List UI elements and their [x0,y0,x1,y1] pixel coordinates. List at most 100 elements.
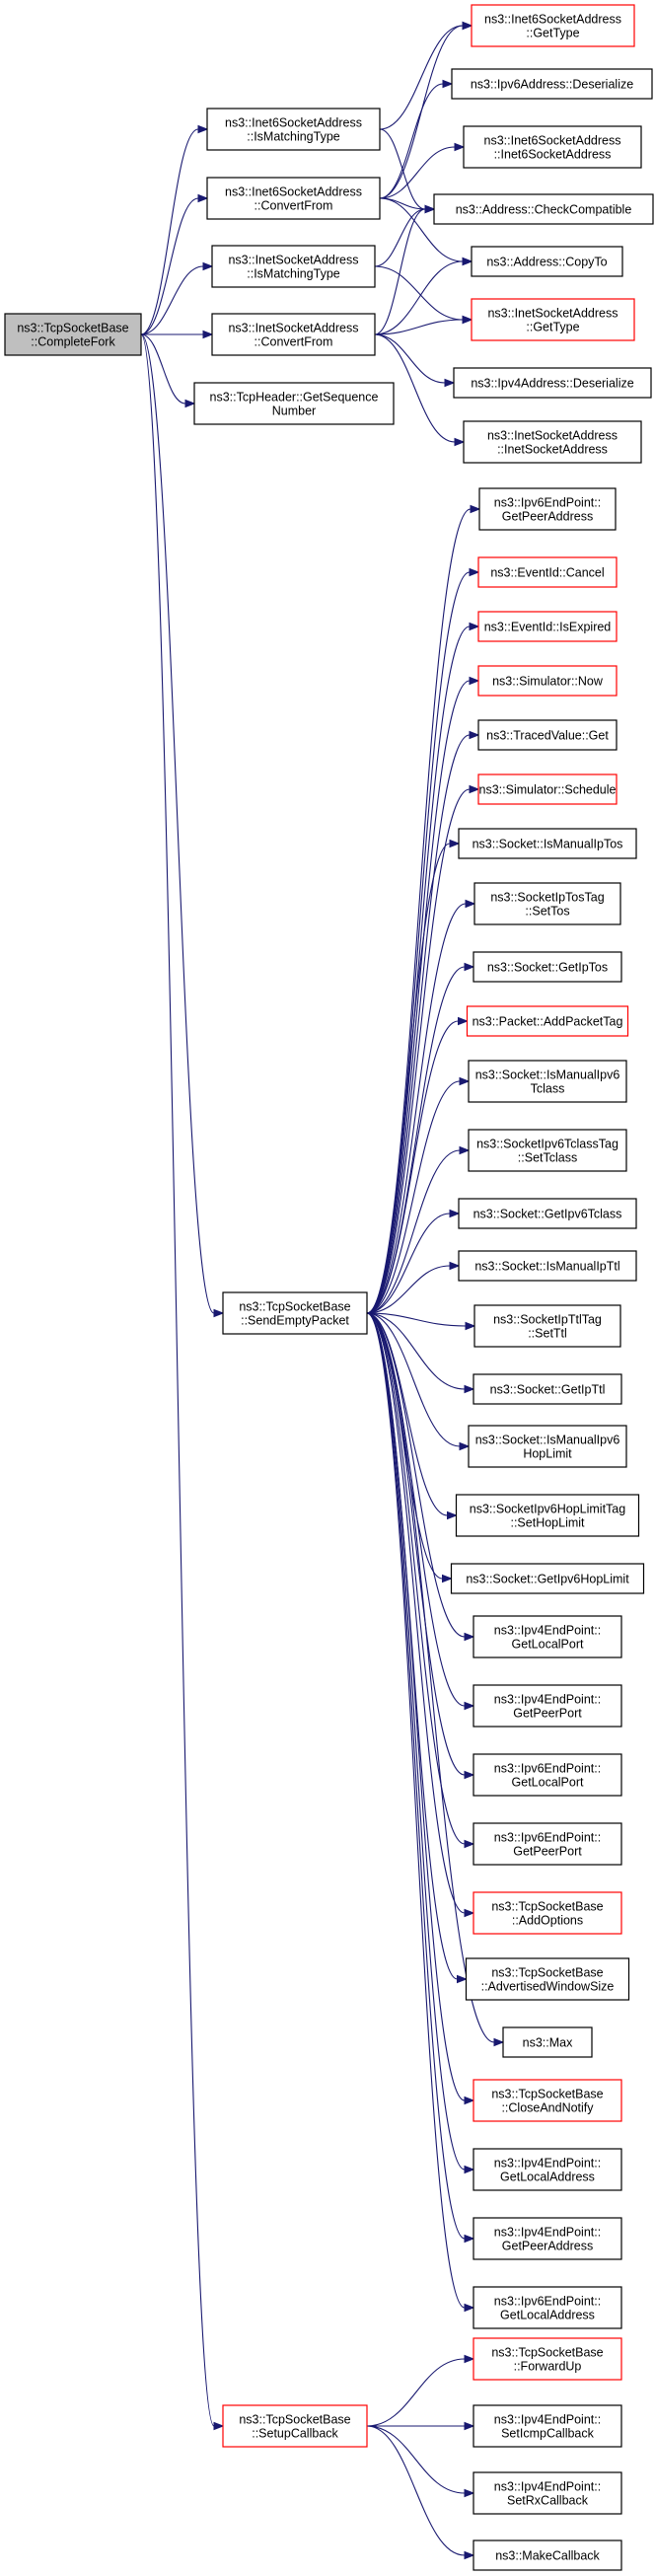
arrowhead [459,1441,471,1451]
node-s28[interactable]: ns3::Ipv4EndPoint::GetLocalAddress [473,2148,622,2191]
node-label: ::GetType [526,321,579,334]
call-edge-i6conv-i6ctor [379,146,456,199]
node-s8[interactable]: ns3::SocketIpTosTag::SetTos [473,882,621,925]
node-label: ns3::Inet6SocketAddress [225,116,362,130]
node-i4conv[interactable]: ns3::InetSocketAddress::ConvertFrom [211,313,376,356]
arrowhead [464,2550,475,2560]
node-box [473,2404,622,2448]
node-i6ctor[interactable]: ns3::Inet6SocketAddress::Inet6SocketAddr… [463,125,642,169]
node-s12[interactable]: ns3::SocketIpv6TclassTag::SetTclass [468,1129,627,1172]
call-edge-i6conv-addrcopy [379,197,464,262]
node-s22[interactable]: ns3::Ipv6EndPoint::GetLocalPort [473,1753,622,1797]
node-s21[interactable]: ns3::Ipv4EndPoint::GetPeerPort [473,1684,622,1728]
node-label: ::GetType [526,27,579,40]
node-ip4deser[interactable]: ns3::Ipv4Address::Deserialize [453,367,652,399]
arrowhead [469,567,480,577]
node-box [473,2539,622,2571]
node-label: ns3::Ipv4Address::Deserialize [471,377,633,391]
node-ip6deser[interactable]: ns3::Ipv6Address::Deserialize [451,68,653,100]
node-label: ns3::Inet6SocketAddress [484,13,621,27]
node-c1[interactable]: ns3::TcpSocketBase::ForwardUp [473,2337,622,2381]
node-i6match[interactable]: ns3::Inet6SocketAddress::IsMatchingType [206,108,381,151]
node-s24[interactable]: ns3::TcpSocketBase::AddOptions [473,1891,622,1935]
call-edge-i6match-i6gettype [379,25,464,130]
node-box [222,2404,368,2448]
node-s16[interactable]: ns3::Socket::GetIpTtl [473,1373,622,1405]
node-s30[interactable]: ns3::Ipv6EndPoint::GetLocalAddress [473,2286,622,2329]
node-s3[interactable]: ns3::EventId::IsExpired [477,611,618,642]
node-s15[interactable]: ns3::SocketIpTtlTag::SetTtl [473,1304,621,1348]
node-i6conv[interactable]: ns3::Inet6SocketAddress::ConvertFrom [206,177,381,220]
node-i4match[interactable]: ns3::InetSocketAddress::IsMatchingType [211,245,376,288]
node-s10[interactable]: ns3::Packet::AddPacketTag [466,1005,629,1037]
node-label: SetIcmpCallback [501,2427,595,2441]
node-s29[interactable]: ns3::Ipv4EndPoint::GetPeerAddress [473,2217,622,2260]
node-s18[interactable]: ns3::SocketIpv6HopLimitTag::SetHopLimit [455,1494,640,1537]
call-edges [140,21,505,2560]
call-edge-setupcb-c3 [366,2425,466,2494]
call-edge-sep-s30 [366,1312,466,2309]
node-box [473,2286,622,2329]
node-setupcb[interactable]: ns3::TcpSocketBase::SetupCallback [222,2404,368,2448]
call-edge-i6conv-ip6deser [379,83,444,199]
node-s4[interactable]: ns3::Simulator::Now [477,665,618,697]
node-box [471,4,635,47]
node-s13[interactable]: ns3::Socket::GetIpv6Tclass [458,1198,637,1229]
node-s2[interactable]: ns3::EventId::Cancel [477,556,618,588]
node-box [473,1822,622,1866]
node-label: ns3::TcpSocketBase [491,1966,603,1980]
node-i4ctor[interactable]: ns3::InetSocketAddress::InetSocketAddres… [463,420,642,464]
node-s25[interactable]: ns3::TcpSocketBase::AdvertisedWindowSize [465,1957,630,2001]
node-label: ns3::InetSocketAddress [487,429,618,443]
node-s23[interactable]: ns3::Ipv6EndPoint::GetPeerPort [473,1822,622,1866]
node-addrcheck[interactable]: ns3::Address::CheckCompatible [433,193,654,225]
node-c2[interactable]: ns3::Ipv4EndPoint::SetIcmpCallback [473,2404,622,2448]
node-s9[interactable]: ns3::Socket::GetIpTos [473,951,622,983]
arrowhead [464,962,475,972]
arrowhead [458,1016,469,1026]
node-s27[interactable]: ns3::TcpSocketBase::CloseAndNotify [473,2079,622,2122]
node-label: GetPeerPort [513,1707,582,1721]
arrowhead [202,261,214,271]
arrowhead [462,257,473,266]
node-c3[interactable]: ns3::Ipv4EndPoint::SetRxCallback [473,2471,622,2515]
node-c4[interactable]: ns3::MakeCallback [473,2539,622,2571]
node-label: ns3::SocketIpv6TclassTag [476,1138,619,1151]
arrowhead [213,2421,225,2431]
node-s1[interactable]: ns3::Ipv6EndPoint::GetPeerAddress [478,487,617,531]
node-box [458,1198,637,1229]
node-s5[interactable]: ns3::TracedValue::Get [477,719,618,751]
node-label: ns3::MakeCallback [495,2549,600,2563]
node-addrcopy[interactable]: ns3::Address::CopyTo [471,246,623,277]
node-s6[interactable]: ns3::Simulator::Schedule [477,773,618,805]
node-i6gettype[interactable]: ns3::Inet6SocketAddress::GetType [471,4,635,47]
node-s14[interactable]: ns3::Socket::IsManualIpTtl [458,1250,637,1282]
node-box [471,298,635,341]
node-box [222,1291,368,1335]
node-s26[interactable]: ns3::Max [502,2026,593,2058]
call-edge-sep-s5 [366,734,471,1314]
node-box [477,611,618,642]
node-i4gettype[interactable]: ns3::InetSocketAddress::GetType [471,298,635,341]
node-label: ns3::Ipv4EndPoint:: [494,2226,601,2240]
node-label: ns3::TcpSocketBase [491,2088,603,2101]
arrowhead [462,315,473,325]
call-edge-i4match-i4gettype [374,265,464,321]
node-label: ns3::Ipv6EndPoint:: [494,496,601,510]
node-label: ns3::Ipv4EndPoint:: [494,2413,601,2427]
node-s7[interactable]: ns3::Socket::IsManualIpTos [458,828,637,859]
node-s20[interactable]: ns3::Ipv4EndPoint::GetLocalPort [473,1615,622,1658]
call-edge-sep-s29 [366,1312,466,2240]
call-edge-sep-s20 [366,1312,466,1638]
arrowhead [449,1209,461,1218]
call-edge-root-sep [140,333,215,1314]
node-sep[interactable]: ns3::TcpSocketBase::SendEmptyPacket [222,1291,368,1335]
node-label: HopLimit [523,1447,572,1461]
node-label: ::CloseAndNotify [501,2101,594,2115]
node-s19[interactable]: ns3::Socket::GetIpv6HopLimit [450,1563,645,1594]
node-label: ::CompleteFork [31,335,115,349]
node-root[interactable]: ns3::TcpSocketBase::CompleteFork [4,313,142,356]
